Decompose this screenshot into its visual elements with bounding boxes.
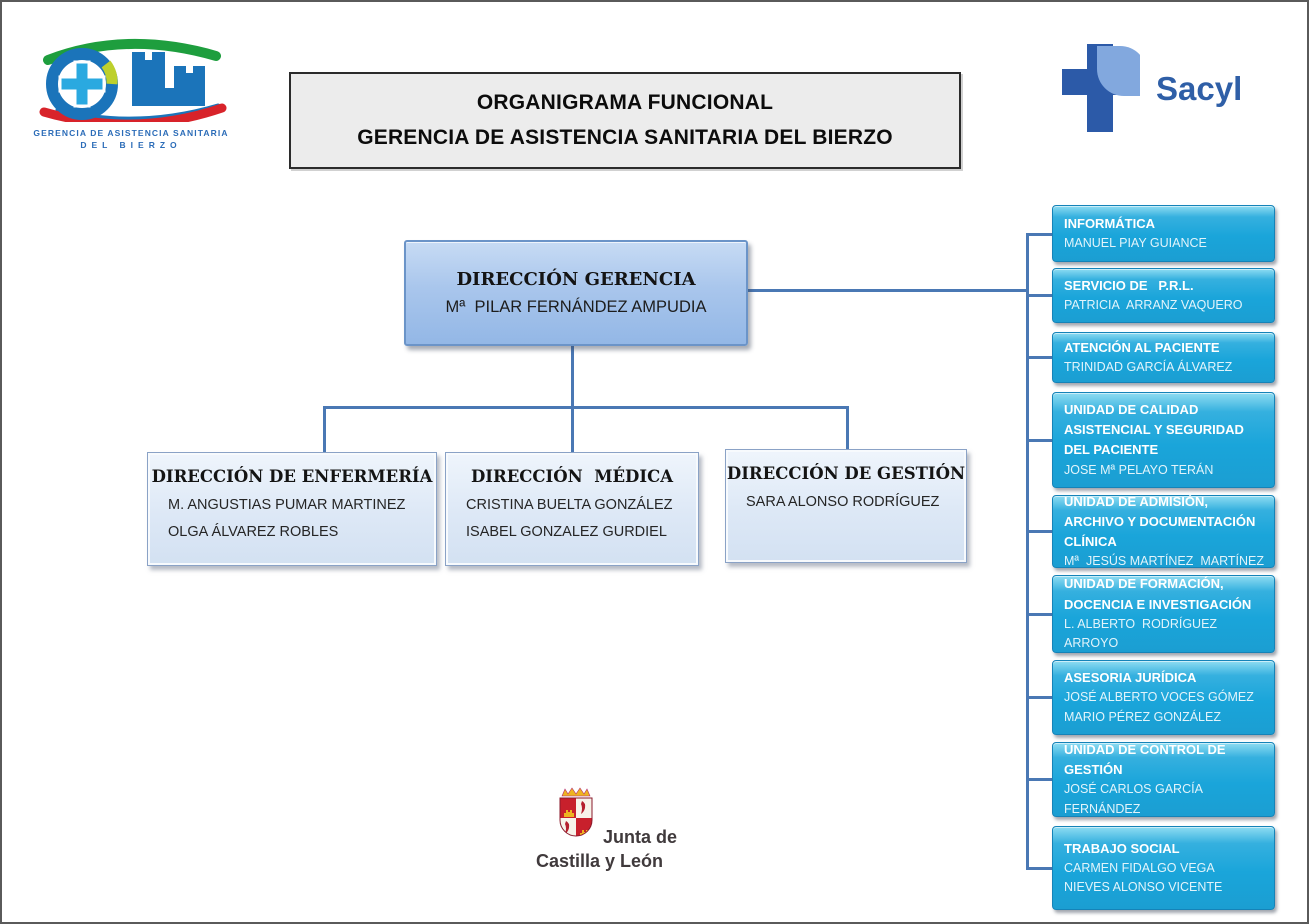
direccion-gestion-box: DIRECCIÓN DE GESTIÓN SARA ALONSO RODRÍGU… [725, 449, 967, 563]
unit-trabajo-social-name1: CARMEN FIDALGO VEGA [1064, 860, 1215, 875]
unit-control-gestion-name: JOSÉ CARLOS GARCÍA FERNÁNDEZ [1064, 782, 1203, 816]
junta-shield-icon [559, 787, 593, 837]
unit-admision-name: Mª JESÚS MARTÍNEZ MARTÍNEZ [1064, 554, 1265, 569]
direccion-medica-name1: CRISTINA BUELTA GONZÁLEZ [466, 497, 673, 513]
direccion-gerencia-box: DIRECCIÓN GERENCIA Mª PILAR FERNÁNDEZ AM… [404, 240, 748, 346]
connector-stub-asesoria [1026, 696, 1052, 699]
unit-formacion-title: UNIDAD DE FORMACIÓN, DOCENCIA E INVESTIG… [1064, 576, 1252, 612]
direccion-enfermeria-name1: M. ANGUSTIAS PUMAR MARTINEZ [168, 497, 406, 513]
unit-atencion-paciente-box: ATENCIÓN AL PACIENTE TRINIDAD GARCÍA ÁLV… [1052, 332, 1275, 383]
connector-units-trunk [1026, 233, 1029, 870]
direccion-enfermeria-title: DIRECCIÓN DE ENFERMERÍA [151, 467, 433, 486]
direccion-enfermeria-name2: OLGA ÁLVAREZ ROBLES [168, 524, 339, 540]
unit-asesoria-name1: JOSÉ ALBERTO VOCES GÓMEZ [1064, 690, 1254, 705]
page-title-line2: GERENCIA DE ASISTENCIA SANITARIA DEL BIE… [357, 125, 893, 149]
direccion-medica-box: DIRECCIÓN MÉDICA CRISTINA BUELTA GONZÁLE… [445, 452, 699, 566]
bierzo-logo-icon [39, 39, 227, 129]
unit-prl-name: PATRICIA ARRANZ VAQUERO [1064, 297, 1243, 312]
unit-trabajo-social-title: TRABAJO SOCIAL [1064, 840, 1180, 856]
unit-formacion-name: L. ALBERTO RODRÍGUEZ ARROYO [1064, 616, 1218, 651]
direccion-gerencia-title: DIRECCIÓN GERENCIA [456, 269, 696, 290]
connector-root-down [571, 342, 574, 408]
direccion-enfermeria-box: DIRECCIÓN DE ENFERMERÍA M. ANGUSTIAS PUM… [147, 452, 437, 566]
connector-to-gestion [846, 406, 849, 450]
bierzo-logo-text-line2: DEL BIERZO [80, 140, 182, 150]
connector-root-to-trunk [744, 289, 1028, 292]
bierzo-logo: GERENCIA DE ASISTENCIA SANITARIA DEL BIE… [28, 26, 234, 160]
direccion-gestion-name1: SARA ALONSO RODRÍGUEZ [746, 494, 940, 510]
connector-stub-control [1026, 778, 1052, 781]
unit-informatica-box: INFORMÁTICA MANUEL PIAY GUIANCE [1052, 205, 1275, 262]
connector-stub-informatica [1026, 233, 1052, 236]
connector-directions-splitter [323, 406, 849, 409]
unit-prl-box: SERVICIO DE P.R.L. PATRICIA ARRANZ VAQUE… [1052, 268, 1275, 323]
unit-admision-title: UNIDAD DE ADMISIÓN, ARCHIVO Y DOCUMENTAC… [1064, 493, 1256, 549]
unit-prl-title: SERVICIO DE P.R.L. [1064, 277, 1194, 293]
direccion-medica-title: DIRECCIÓN MÉDICA [470, 467, 674, 486]
connector-to-medica [571, 406, 574, 453]
unit-calidad-box: UNIDAD DE CALIDAD ASISTENCIAL Y SEGURIDA… [1052, 392, 1275, 488]
unit-trabajo-social-box: TRABAJO SOCIAL CARMEN FIDALGO VEGA NIEVE… [1052, 826, 1275, 910]
junta-logo-text-line2: Castilla y León [535, 851, 664, 871]
sacyl-logo: Sacyl [1060, 42, 1260, 132]
unit-atencion-paciente-title: ATENCIÓN AL PACIENTE [1064, 339, 1220, 355]
unit-atencion-paciente-name: TRINIDAD GARCÍA ÁLVAREZ [1064, 359, 1233, 374]
direccion-gestion-title: DIRECCIÓN DE GESTIÓN [726, 464, 966, 483]
junta-logo: Junta de Castilla y León [497, 787, 702, 895]
connector-stub-prl [1026, 294, 1052, 297]
connector-stub-trabajo [1026, 867, 1052, 870]
unit-informatica-title: INFORMÁTICA [1064, 215, 1155, 231]
page-title: ORGANIGRAMA FUNCIONAL GERENCIA DE ASISTE… [289, 72, 961, 169]
unit-trabajo-social-name2: NIEVES ALONSO VICENTE [1064, 880, 1223, 895]
unit-asesoria-title: ASESORIA JURÍDICA [1064, 670, 1197, 686]
unit-informatica-name: MANUEL PIAY GUIANCE [1064, 235, 1207, 250]
connector-to-enfermeria [323, 406, 326, 453]
unit-formacion-box: UNIDAD DE FORMACIÓN, DOCENCIA E INVESTIG… [1052, 575, 1275, 653]
connector-stub-formacion [1026, 613, 1052, 616]
unit-admision-box: UNIDAD DE ADMISIÓN, ARCHIVO Y DOCUMENTAC… [1052, 493, 1275, 569]
page-title-line1: ORGANIGRAMA FUNCIONAL [476, 90, 774, 114]
unit-asesoria-name2: MARIO PÉREZ GONZÁLEZ [1064, 709, 1221, 724]
direccion-medica-name2: ISABEL GONZALEZ GURDIEL [466, 524, 667, 540]
sacyl-cross-icon [1062, 44, 1140, 132]
direccion-gerencia-name: Mª PILAR FERNÁNDEZ AMPUDIA [445, 298, 707, 316]
connector-stub-admision [1026, 530, 1052, 533]
unit-calidad-name: JOSE Mª PELAYO TERÁN [1064, 462, 1214, 477]
unit-control-gestion-title: UNIDAD DE CONTROL DE GESTIÓN [1064, 741, 1226, 778]
connector-stub-calidad [1026, 439, 1052, 442]
unit-calidad-title: UNIDAD DE CALIDAD ASISTENCIAL Y SEGURIDA… [1064, 402, 1244, 458]
unit-asesoria-box: ASESORIA JURÍDICA JOSÉ ALBERTO VOCES GÓM… [1052, 660, 1275, 735]
sacyl-logo-text: Sacyl [1156, 70, 1243, 107]
junta-logo-text-line1: Junta de [603, 827, 678, 847]
connector-stub-atencion [1026, 356, 1052, 359]
unit-control-gestion-box: UNIDAD DE CONTROL DE GESTIÓN JOSÉ CARLOS… [1052, 742, 1275, 817]
bierzo-logo-text-line1: GERENCIA DE ASISTENCIA SANITARIA [33, 128, 229, 138]
